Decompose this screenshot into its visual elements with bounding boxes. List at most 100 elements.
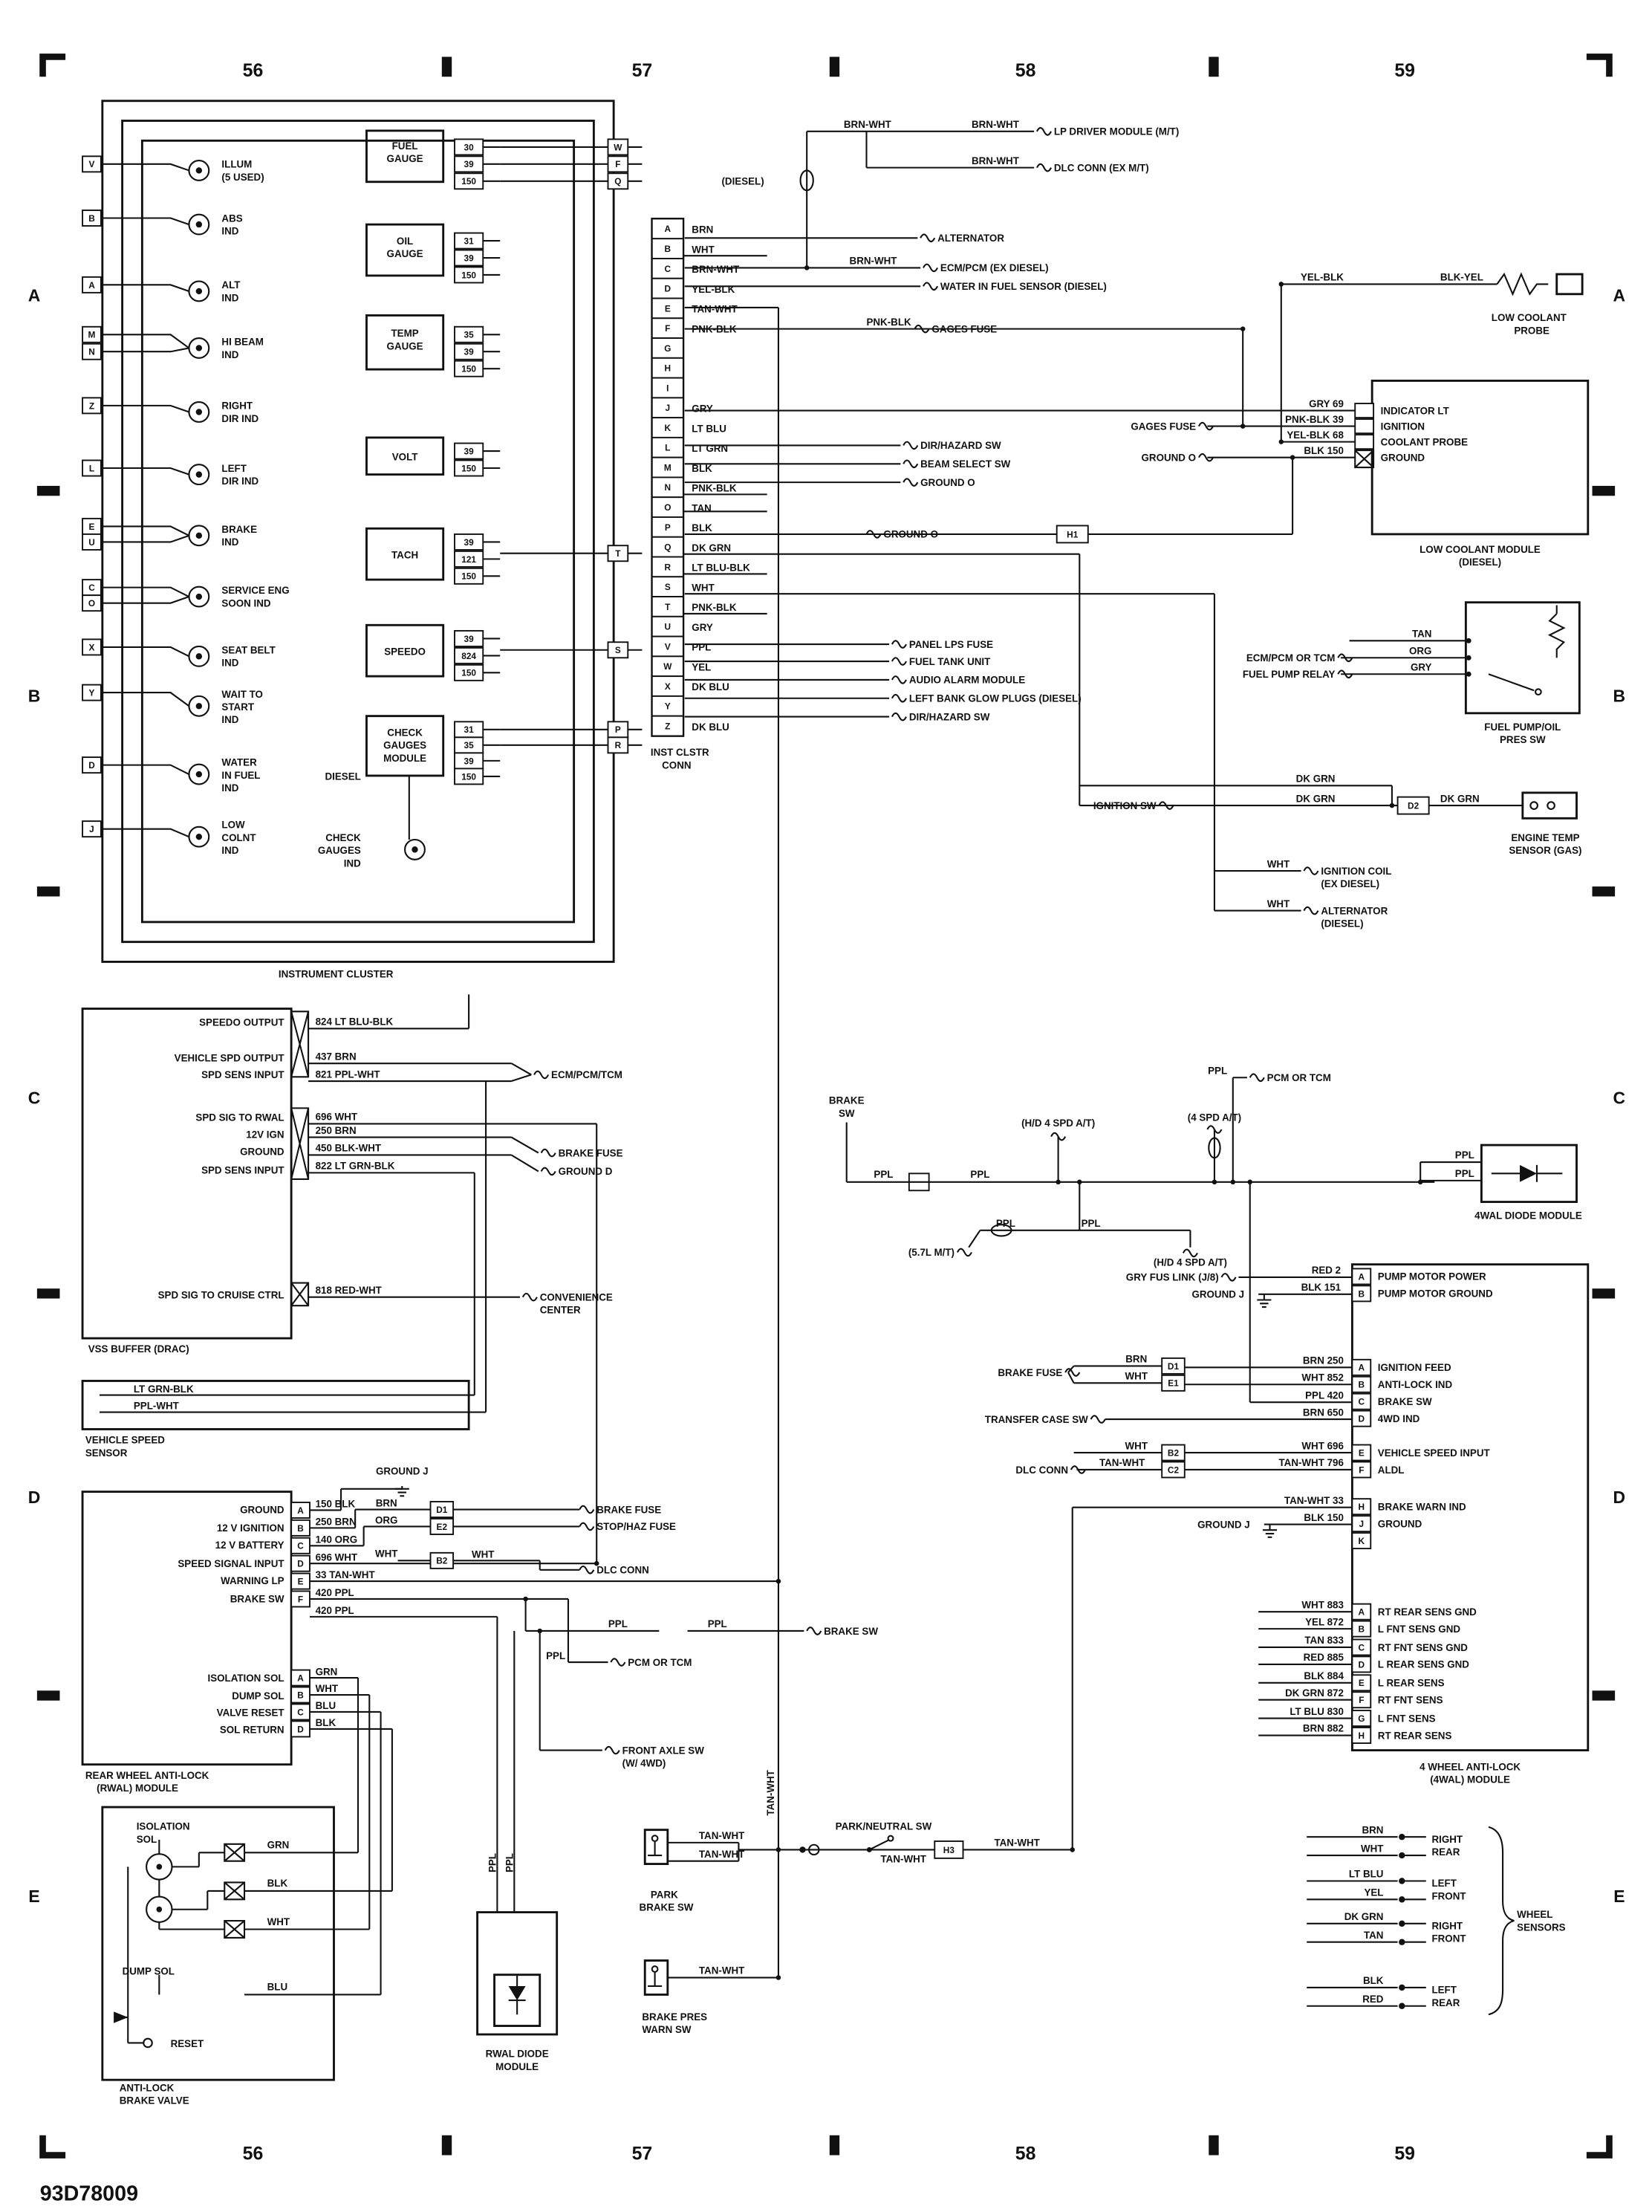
- wire-splice-symbol: [903, 441, 919, 450]
- pump-label: PRES SW: [1500, 734, 1546, 745]
- cluster-label: DIESEL: [325, 771, 361, 782]
- fwal-label: LT BLU 830: [1290, 1706, 1344, 1717]
- grid-label: D: [1613, 1488, 1626, 1507]
- engine-label: DK GRN: [1296, 773, 1336, 785]
- fwal-label: DLC CONN: [1015, 1465, 1068, 1476]
- rwal-pin-box: [290, 1669, 310, 1687]
- rwal-label: 140 ORG: [316, 1534, 358, 1545]
- park-label: BRAKE SW: [640, 1902, 694, 1913]
- rwal-label: REAR WHEEL ANTI-LOCK: [85, 1770, 209, 1781]
- page-registration-marks: [36, 53, 1616, 2159]
- conn-pin-box: [651, 615, 684, 638]
- cluster-pin-cells-pin: 824: [461, 651, 476, 661]
- fwal-label: TAN-WHT 796: [1278, 1457, 1343, 1468]
- fwal-pin: H: [1359, 1731, 1365, 1741]
- engine-label: DK GRN: [1440, 793, 1480, 804]
- rwal-pin: A: [297, 1505, 304, 1516]
- callouts-label: LEFT BANK GLOW PLUGS (DIESEL): [909, 693, 1082, 704]
- cluster-left-pins-pin: V: [89, 159, 95, 169]
- cluster-label: OIL: [397, 236, 413, 247]
- cluster-label: IND: [221, 845, 238, 856]
- wire-splice-symbol: [956, 1248, 972, 1257]
- fwal-label: (4WAL) MODULE: [1430, 1774, 1510, 1786]
- rwal-pin-box: [290, 1572, 310, 1590]
- conn-pin-box: [651, 655, 684, 678]
- callouts-label: DIR/HAZARD SW: [920, 440, 1001, 451]
- grid-label: 57: [632, 61, 653, 81]
- isolation-solenoid: [146, 1853, 173, 1881]
- abv-label: BLU: [267, 1982, 288, 1993]
- fwal-pin: J: [1359, 1519, 1365, 1529]
- cluster-left-pins-pin: M: [88, 330, 96, 340]
- wire-splice-symbol: [579, 1565, 595, 1574]
- lcm-label: COOLANT PROBE: [1381, 436, 1468, 447]
- rwal-pin-box: [429, 1501, 455, 1518]
- cluster-label: IND: [221, 349, 238, 360]
- wire: [100, 284, 189, 292]
- fwal-pin: B: [1359, 1380, 1365, 1390]
- conn-label: YEL-BLK: [692, 284, 735, 295]
- lcm-label: LOW COOLANT MODULE: [1420, 544, 1541, 555]
- brake-net-label: PPL: [874, 1169, 893, 1180]
- fwal-pin-box: [1351, 1603, 1372, 1621]
- fwal-label: BRN 650: [1303, 1407, 1344, 1418]
- grid-label: 56: [243, 61, 264, 81]
- cluster-output-cells-pin: Q: [614, 176, 621, 187]
- cluster-pin-cells-pin: 30: [464, 142, 475, 152]
- cluster-label: SERVICE ENG: [221, 585, 289, 596]
- callouts-label: LP DRIVER MODULE (M/T): [1054, 126, 1179, 137]
- brake-net-label: PCM OR TCM: [1267, 1072, 1331, 1083]
- wheels-label: REAR: [1431, 1997, 1460, 2008]
- vss-label: VEHICLE SPD OUTPUT: [175, 1052, 285, 1063]
- conn-pin: L: [665, 443, 670, 453]
- abv-label: DUMP SOL: [123, 1966, 175, 1977]
- fwal-label: GROUND: [1378, 1518, 1422, 1529]
- conn-pin-box: [651, 297, 684, 320]
- rwal-pin: D: [297, 1559, 304, 1569]
- fwal-label: PPL 420: [1305, 1389, 1344, 1401]
- fwal-label: ALDL: [1378, 1465, 1405, 1476]
- conn-pin: T: [665, 602, 671, 612]
- wire-splice-symbol: [865, 530, 882, 539]
- fwal-label: GRY FUS LINK (J/8): [1126, 1272, 1219, 1283]
- conn-label: INST CLSTR: [651, 747, 709, 758]
- fwal-pin-box: [1351, 1358, 1372, 1376]
- rwal-pin-box: [290, 1519, 310, 1537]
- wheels-label: WHT: [1361, 1843, 1384, 1854]
- lcm-label: (DIESEL): [1459, 557, 1501, 568]
- cluster-label: GAUGE: [387, 153, 423, 164]
- check-gauges-module-box: [365, 715, 445, 777]
- cluster-label: FUEL: [392, 140, 418, 152]
- engine-label: (EX DIESEL): [1321, 878, 1379, 889]
- conn-pin: O: [664, 502, 671, 513]
- wheels-label: BLK: [1363, 1975, 1384, 1986]
- wire-splice-symbol: [806, 1626, 822, 1635]
- fwal-label: RT REAR SENS GND: [1378, 1606, 1477, 1618]
- cluster-pin-cells-pin: 35: [464, 330, 475, 340]
- cluster-left-pins-pin: Y: [89, 688, 95, 698]
- rdiode-label: PPL: [504, 1853, 515, 1872]
- rdiode-label: PPL: [487, 1853, 498, 1872]
- wire-splice-symbol: [1197, 421, 1214, 431]
- vss-label: 450 BLK-WHT: [316, 1143, 382, 1154]
- park-label: PARK/NEUTRAL SW: [836, 1821, 932, 1832]
- vss-label: CENTER: [540, 1305, 581, 1316]
- conn-label: CONN: [662, 759, 691, 771]
- rwal-pin: B: [297, 1523, 304, 1534]
- coolant-probe-symbol: [1496, 272, 1549, 296]
- conn-label: DK BLU: [692, 721, 729, 733]
- cluster-label: SEAT BELT: [221, 645, 276, 656]
- lcm-label: YEL-BLK: [1301, 272, 1344, 283]
- rwal-label: GRN: [316, 1666, 338, 1677]
- cluster-label: (5 USED): [221, 172, 264, 183]
- lcm-label: INDICATOR LT: [1381, 405, 1450, 416]
- cluster-pin-cells-pin: 150: [461, 463, 476, 473]
- pump-label: ECM/PCM OR TCM: [1246, 652, 1336, 664]
- fwal-label: YEL 872: [1305, 1616, 1344, 1627]
- park-label: TAN-WHT: [699, 1830, 745, 1841]
- callouts-label: BRN-WHT: [844, 119, 892, 130]
- fwal-label: BRAKE SW: [1378, 1396, 1432, 1407]
- conn-label: DK BLU: [692, 681, 729, 693]
- wire: [100, 347, 189, 353]
